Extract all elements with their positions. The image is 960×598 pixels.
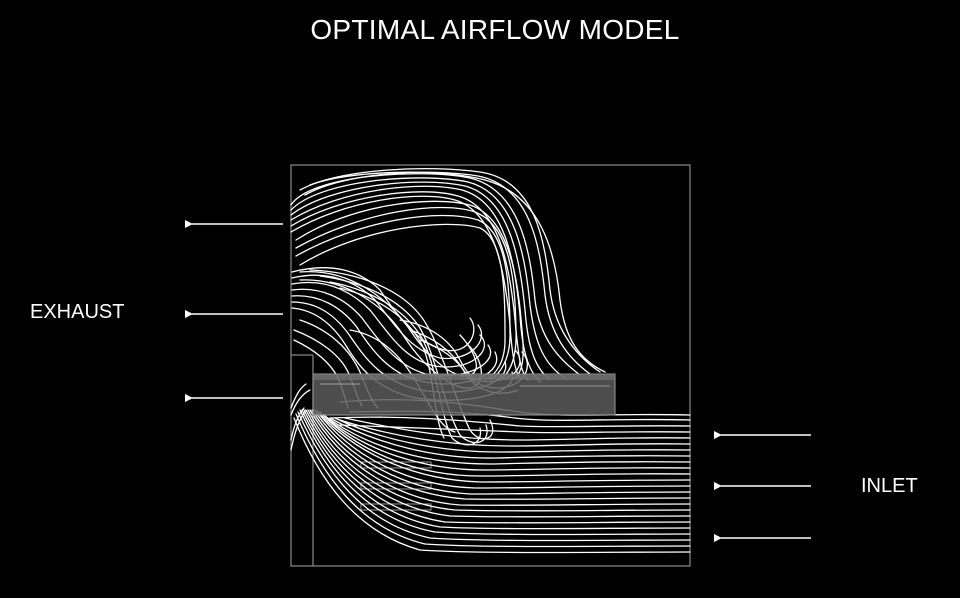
inlet-arrows [714,431,811,542]
exhaust-arrows [185,220,283,402]
upper-streamline-bundle [290,168,606,383]
streamlines [290,168,691,554]
exhaust-streamlines [290,383,311,451]
diagram-title: OPTIMAL AIRFLOW MODEL [310,14,680,45]
exhaust-label: EXHAUST [30,301,125,323]
inlet-streamline-bundle [293,398,691,554]
inlet-label: INLET [861,475,918,497]
enclosure-outline [290,164,691,567]
component-box [312,373,616,416]
